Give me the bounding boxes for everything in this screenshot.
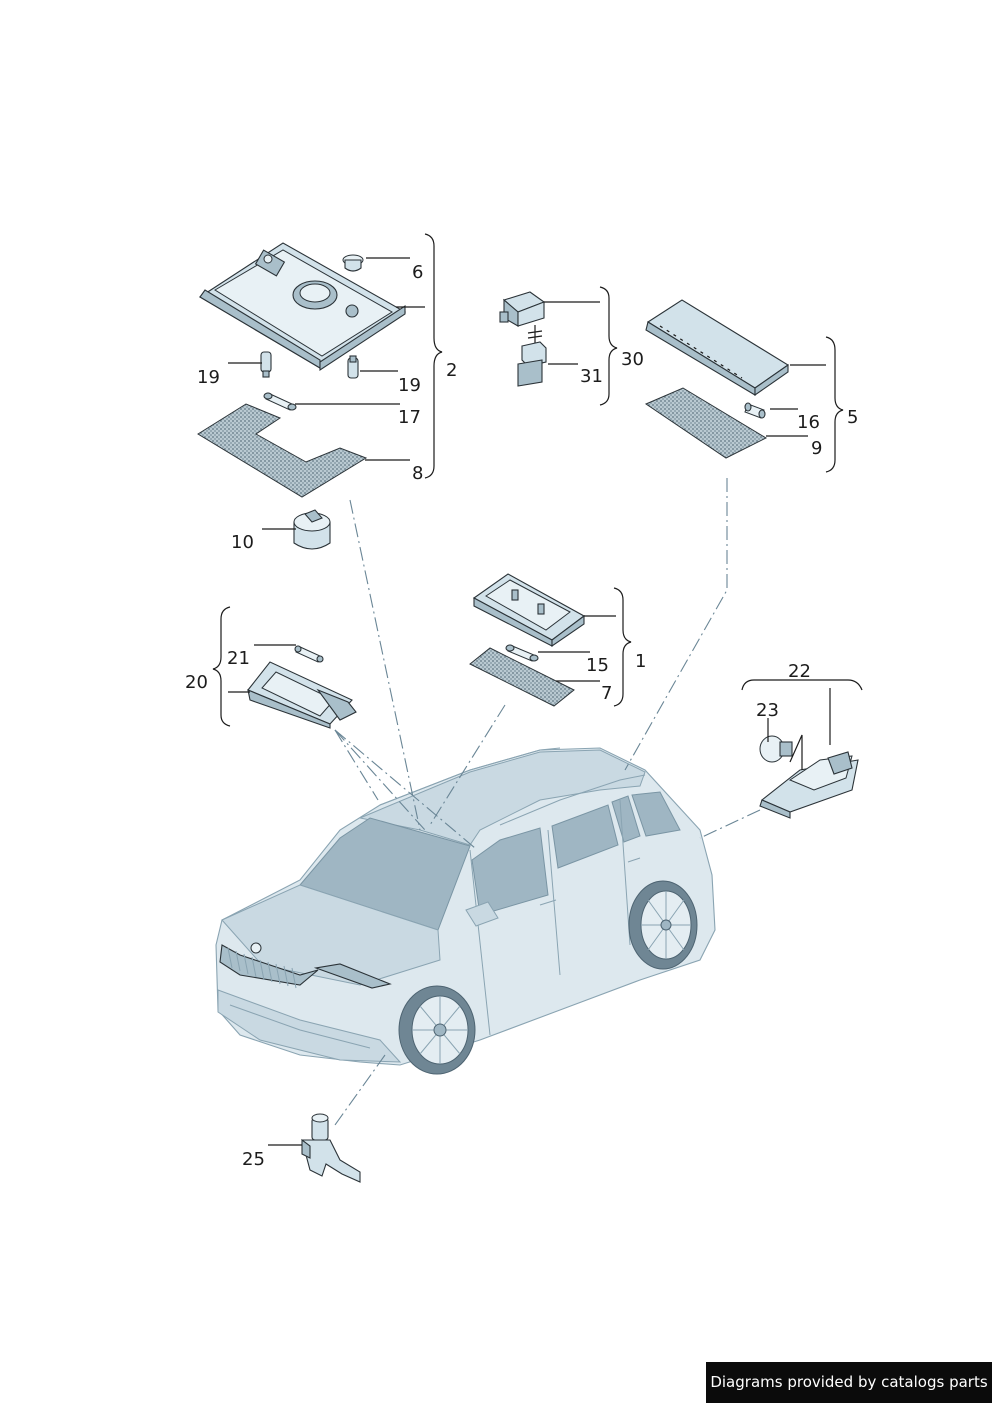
- callout-20: 20: [185, 672, 208, 693]
- credit-banner: Diagrams provided by catalogs parts: [706, 1362, 992, 1403]
- location-leaders: [334, 478, 761, 1126]
- callout-labels: 1 2 5 6 7 8 9 10 15 16 17 19 19 20 21 22…: [185, 262, 858, 1170]
- lens-9: [644, 387, 768, 459]
- luggage-light-assembly: [759, 735, 859, 819]
- sensor-assembly-30: [499, 291, 547, 387]
- callout-10: 10: [231, 532, 254, 553]
- callout-15: 15: [586, 655, 609, 676]
- callout-leaders: [212, 233, 863, 1146]
- lens-7: [469, 647, 575, 707]
- front-wheel: [398, 985, 476, 1075]
- callout-19-left: 19: [197, 367, 220, 388]
- rear-interior-light-assembly: [644, 299, 790, 459]
- callout-31: 31: [580, 366, 603, 387]
- vehicle-illustration: [215, 747, 716, 1075]
- front-interior-light-assembly: [197, 242, 407, 550]
- switch-10: [293, 509, 331, 550]
- festoon-bulb-15: [505, 644, 539, 662]
- callout-7: 7: [601, 683, 612, 704]
- lens-8: [197, 403, 368, 498]
- festoon-bulb-21: [294, 645, 324, 663]
- callout-19-right: 19: [398, 375, 421, 396]
- logo-badge: [250, 942, 262, 954]
- bulb-socket-19-left: [260, 351, 272, 378]
- sensor-25: [301, 1113, 361, 1183]
- callout-6: 6: [412, 262, 423, 283]
- festoon-bulb-16: [744, 402, 766, 419]
- center-interior-light-assembly: [469, 573, 586, 707]
- callout-2: 2: [446, 360, 457, 381]
- callout-8: 8: [412, 463, 423, 484]
- callout-16: 16: [797, 412, 820, 433]
- rear-wheel: [628, 880, 698, 970]
- callout-9: 9: [811, 438, 822, 459]
- bulb-socket-19-right: [347, 355, 359, 379]
- grille-bars: [227, 947, 297, 989]
- callout-22: 22: [788, 661, 811, 682]
- bulb-cap-6: [342, 254, 364, 272]
- callout-25: 25: [242, 1149, 265, 1170]
- bulb-23: [759, 735, 793, 763]
- footwell-light-assembly: [247, 645, 357, 729]
- festoon-bulb-17: [263, 392, 297, 411]
- callout-21: 21: [227, 648, 250, 669]
- callout-17: 17: [398, 407, 421, 428]
- callout-5: 5: [847, 407, 858, 428]
- callout-1: 1: [635, 651, 646, 672]
- callout-23: 23: [756, 700, 779, 721]
- callout-30: 30: [621, 349, 644, 370]
